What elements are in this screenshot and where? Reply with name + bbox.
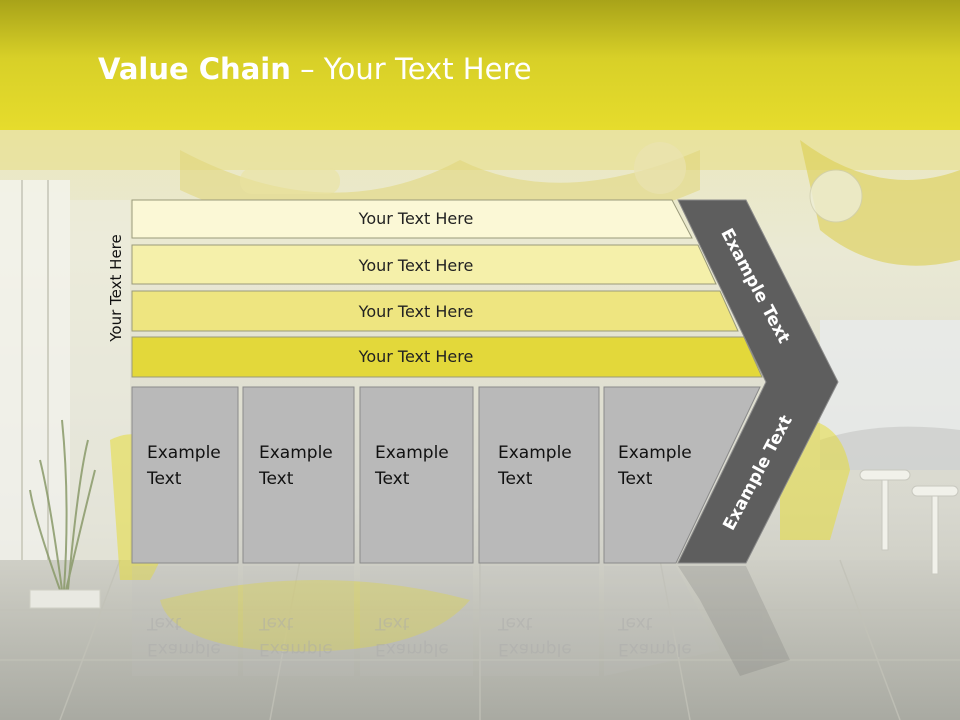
cell-line-5b: Text bbox=[618, 469, 653, 489]
row-bar-4 bbox=[131, 336, 763, 378]
row-bar-1 bbox=[131, 199, 693, 239]
support-cell-3 bbox=[359, 386, 474, 564]
cell-line-4a: Example bbox=[498, 443, 572, 463]
chevron-arrow bbox=[677, 199, 839, 564]
support-cell-5 bbox=[603, 386, 761, 564]
cell-line-1a: Example bbox=[147, 443, 221, 463]
cell-line-3b: Text bbox=[375, 469, 410, 489]
title-bold: Value Chain bbox=[98, 52, 291, 86]
row-bar-3 bbox=[131, 290, 739, 332]
cell-line-3a: Example bbox=[375, 443, 449, 463]
row-label-2: Your Text Here bbox=[358, 256, 474, 275]
title-rest: – Your Text Here bbox=[290, 52, 532, 86]
cell-line-1b: Text bbox=[147, 469, 182, 489]
row-label-3: Your Text Here bbox=[358, 302, 474, 321]
support-cell-4 bbox=[478, 386, 600, 564]
cell-line-2b: Text bbox=[259, 469, 294, 489]
row-label-4: Your Text Here bbox=[358, 347, 474, 366]
row-label-1: Your Text Here bbox=[358, 209, 474, 228]
support-cell-1 bbox=[131, 386, 239, 564]
cell-line-5a: Example bbox=[618, 443, 692, 463]
support-cell-2 bbox=[242, 386, 355, 564]
cell-line-2a: Example bbox=[259, 443, 333, 463]
cell-line-4b: Text bbox=[498, 469, 533, 489]
slide-title: Value Chain – Your Text Here bbox=[98, 52, 532, 86]
row-bar-2 bbox=[131, 244, 717, 285]
